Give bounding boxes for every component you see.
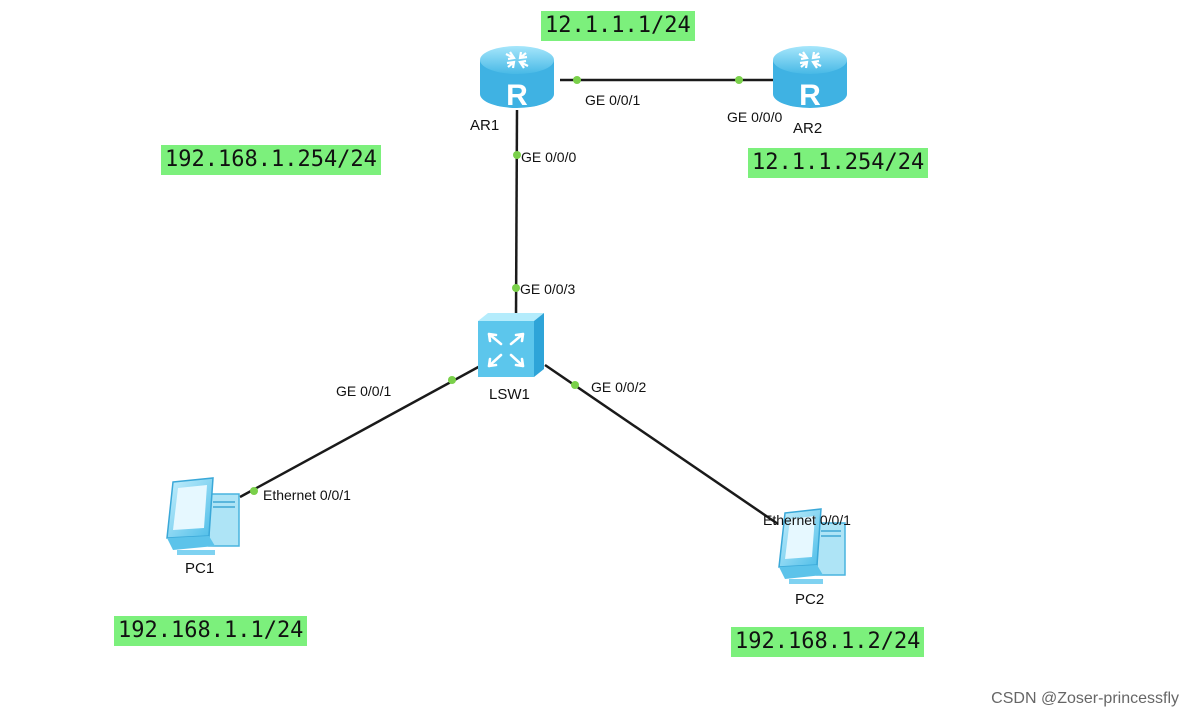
ip-label-pc2: 192.168.1.2/24	[731, 627, 925, 657]
port-dot-lsw1-ge001	[448, 376, 456, 384]
router-icon[interactable]: R	[773, 46, 847, 112]
port-dot-pc1-eth	[250, 487, 258, 495]
ip-label-ar2-wan: 12.1.1.254/24	[748, 148, 929, 178]
port-label-lsw1-ge003: GE 0/0/3	[520, 281, 576, 297]
ip-label-pc1: 192.168.1.1/24	[114, 616, 308, 646]
port-dot-lsw1-ge002	[571, 381, 579, 389]
port-dot-ar1-ge000	[513, 151, 521, 159]
pc-icon[interactable]	[778, 508, 846, 584]
router-icon[interactable]: R	[480, 46, 554, 112]
switch-icon[interactable]	[478, 313, 544, 377]
link-lsw1-pc2[interactable]	[544, 363, 779, 526]
port-dot-ar2-ge000	[735, 76, 743, 84]
device-label-ar1: AR1	[470, 117, 500, 134]
port-label-pc1-eth: Ethernet 0/0/1	[263, 487, 351, 503]
device-label-ar2: AR2	[793, 120, 823, 137]
port-label-lsw1-ge002: GE 0/0/2	[591, 379, 647, 395]
device-label-pc1: PC1	[185, 560, 215, 577]
svg-text:R: R	[506, 79, 528, 112]
ip-label-ar1-lan: 192.168.1.254/24	[161, 145, 381, 175]
port-dot-lsw1-ge003	[512, 284, 520, 292]
pc-icon[interactable]	[166, 477, 240, 555]
port-dot-ar1-ge001	[573, 76, 581, 84]
device-label-lsw1: LSW1	[489, 386, 530, 403]
device-label-pc2: PC2	[795, 591, 825, 608]
watermark: CSDN @Zoser-princessfly	[991, 690, 1179, 707]
ip-label-ar1-wan: 12.1.1.1/24	[541, 11, 695, 41]
port-label-ar1-ge001: GE 0/0/1	[585, 92, 641, 108]
port-label-ar1-ge000: GE 0/0/0	[521, 149, 577, 165]
link-ar1-lsw1[interactable]	[514, 109, 519, 319]
port-label-pc2-eth: Ethernet 0/0/1	[763, 512, 851, 528]
port-label-lsw1-ge001: GE 0/0/1	[336, 383, 392, 399]
svg-text:R: R	[799, 79, 821, 112]
port-label-ar2-ge000: GE 0/0/0	[727, 109, 783, 125]
link-lsw1-pc1[interactable]	[239, 363, 483, 499]
